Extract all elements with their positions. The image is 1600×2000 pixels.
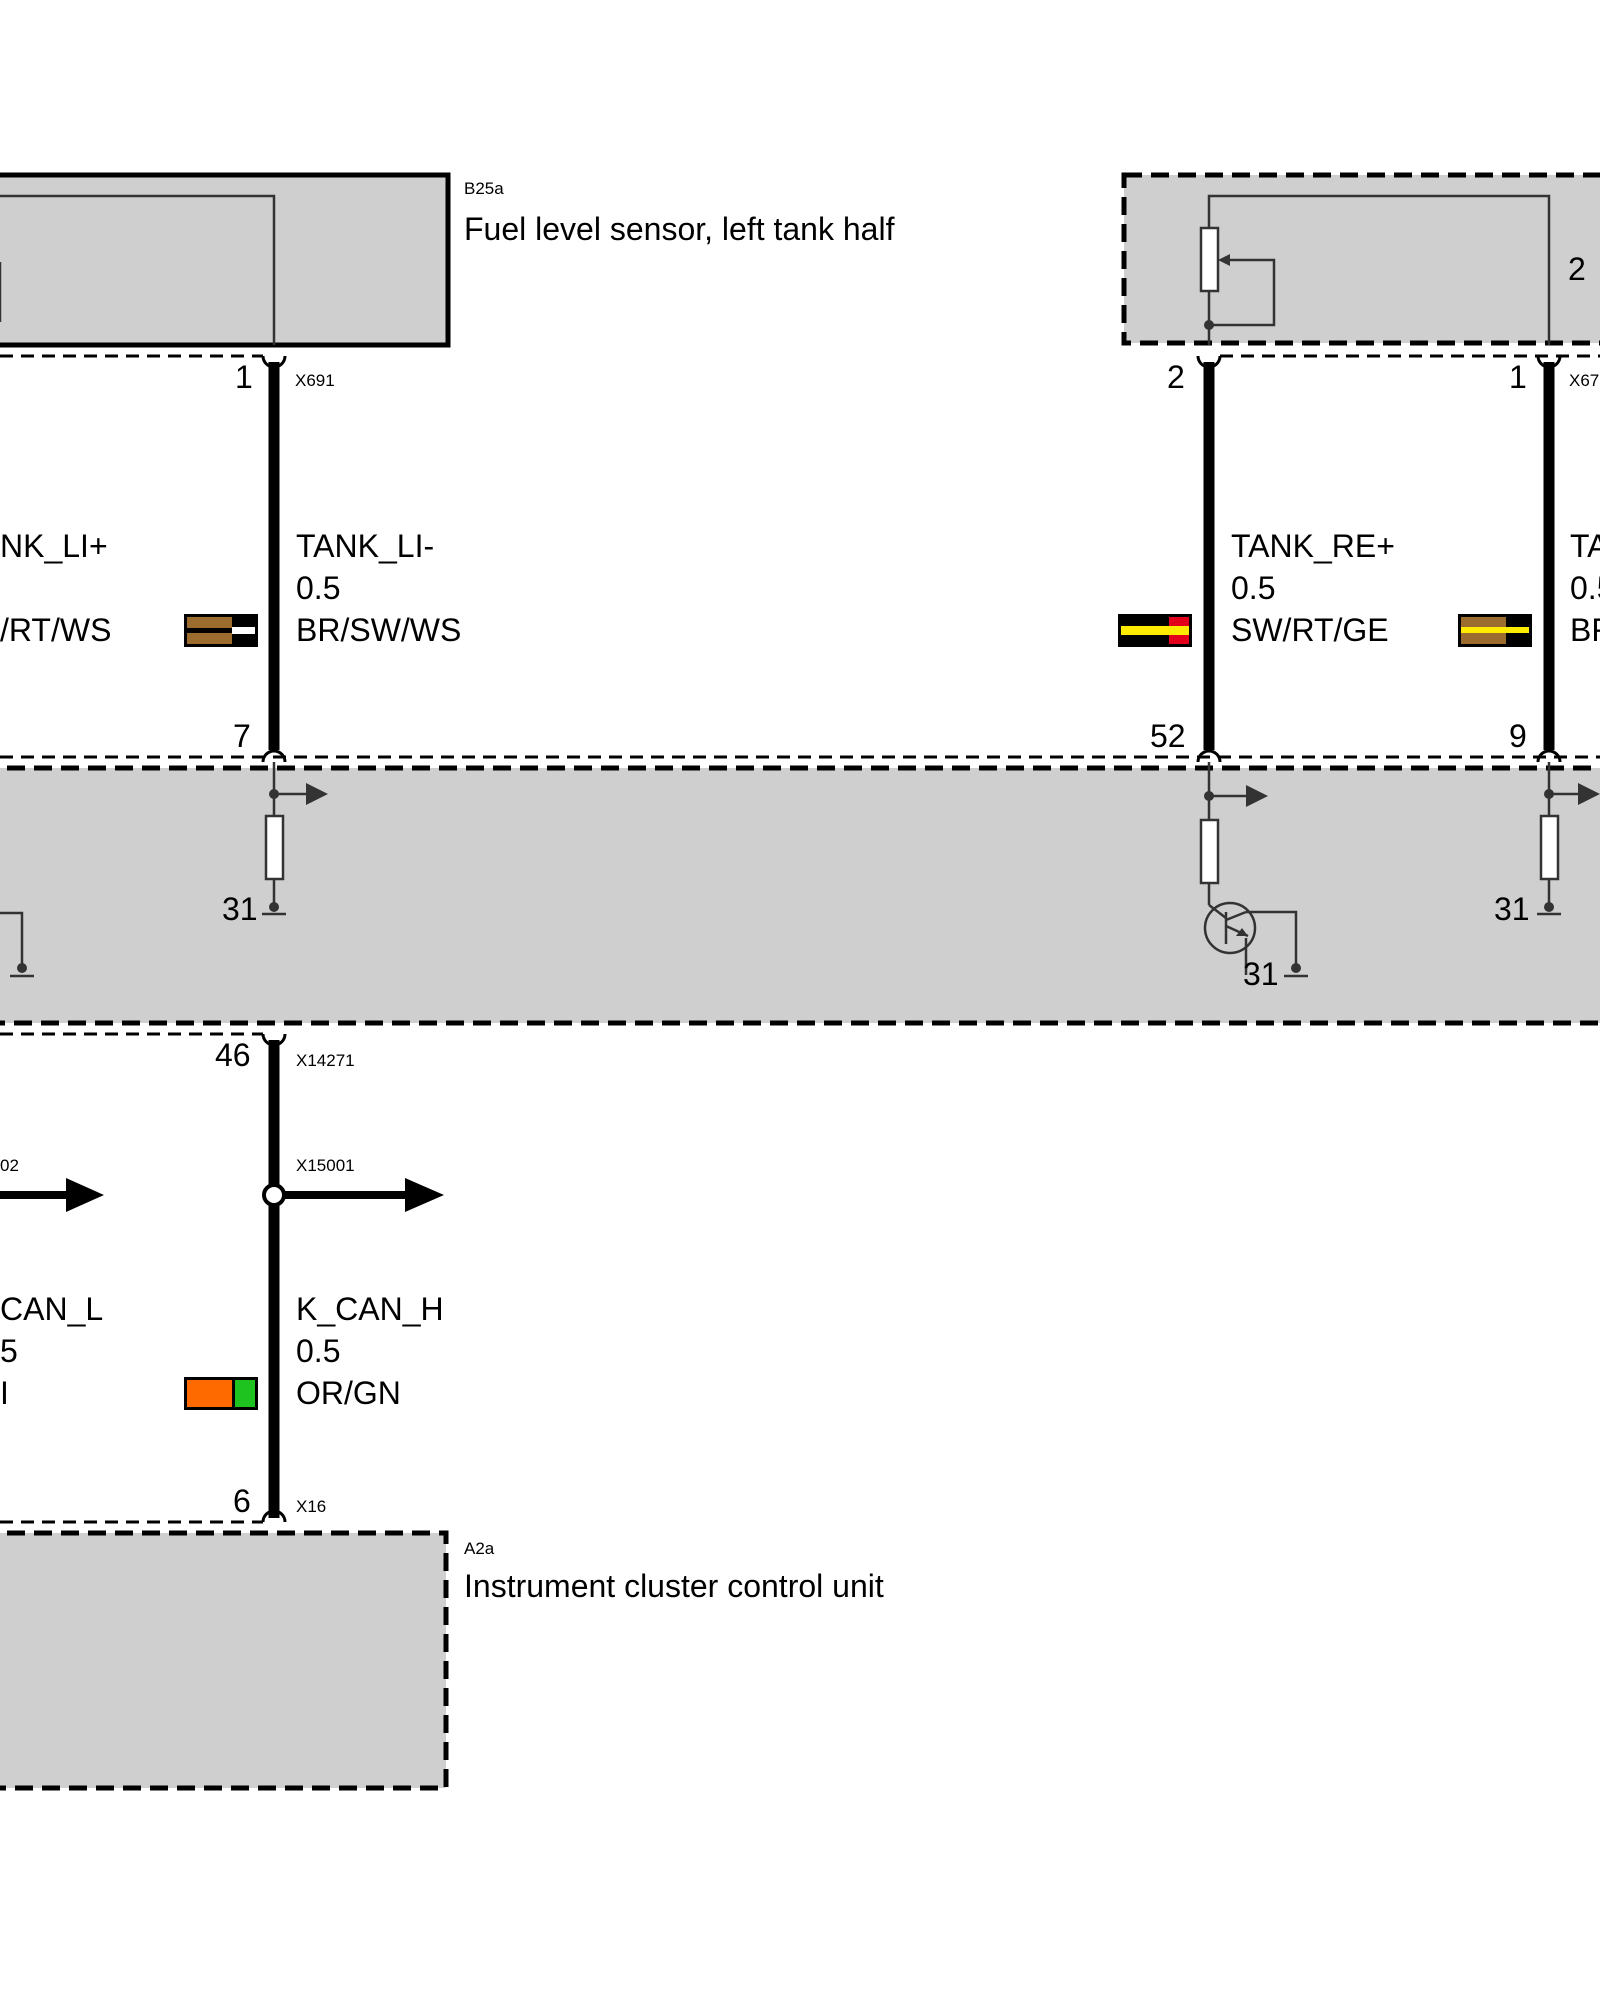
ground-left-edge	[0, 911, 34, 978]
wire-k-can-h-signal: K_CAN_H	[296, 1291, 444, 1327]
pin-x691: 1	[235, 359, 253, 395]
color-swatch-sw-rt-ge	[1118, 614, 1192, 647]
fuel-sensor-right-box[interactable]	[1121, 172, 1600, 346]
pin-cap-x691	[261, 355, 287, 369]
pin-cap-x67-1	[1536, 355, 1562, 369]
color-swatch-or-gn	[184, 1377, 258, 1410]
module-pin-cap-52	[1196, 749, 1222, 763]
connector-x691-label: X691	[295, 371, 335, 390]
module-pin-cap-7	[261, 749, 287, 763]
fuel-sensor-left-title: Fuel level sensor, left tank half	[464, 211, 895, 247]
wire-tank-li-plus-signal: NK_LI+	[0, 528, 108, 564]
fuel-sensor-left-code: B25a	[464, 179, 504, 198]
module-pin-7: 7	[233, 718, 251, 754]
module-pin-9: 9	[1509, 718, 1527, 754]
connector-x14271-label: X14271	[296, 1051, 355, 1070]
wire-k-can-l-color: I	[0, 1375, 9, 1411]
pin-x67-left: 2	[1167, 359, 1185, 395]
module-pin-52: 52	[1150, 718, 1186, 754]
bus-arrow-k-can-h	[262, 1178, 444, 1212]
transistor-circuit	[1199, 762, 1308, 978]
pin-x67-right: 1	[1509, 359, 1527, 395]
pull-resistor-left	[262, 762, 328, 916]
connector-x67-label: X67	[1569, 371, 1599, 390]
module-pin-cap-9	[1536, 749, 1562, 763]
wire-k-can-l-gauge: 5	[0, 1333, 18, 1369]
wire-tank-re-plus-signal: TANK_RE+	[1231, 528, 1395, 564]
pin-x14271: 46	[215, 1037, 251, 1073]
wire-tank-re-plus-gauge: 0.5	[1231, 570, 1275, 606]
ground-label-31-middle: 31	[1243, 956, 1279, 992]
wire-k-can-l-signal: CAN_L	[0, 1291, 103, 1327]
ground-label-31-right: 31	[1494, 891, 1530, 927]
color-swatch-br-sw-ws-left	[184, 614, 258, 647]
potentiometer-symbol	[1199, 226, 1220, 293]
wire-tank-li-minus-color: BR/SW/WS	[296, 612, 461, 648]
pull-resistor-right	[1537, 762, 1600, 916]
pin-cap-x67-2	[1196, 355, 1222, 369]
wire-tank-li-plus-color: /RT/WS	[0, 612, 111, 648]
instrument-cluster-box[interactable]	[0, 1530, 449, 1791]
color-swatch-br-sw-ge	[1458, 614, 1532, 647]
connector-x16-label: X16	[296, 1497, 326, 1516]
pin-cap-x16	[261, 1509, 287, 1523]
wire-k-can-h-color: OR/GN	[296, 1375, 401, 1411]
wire-tank-re-minus-color: BR	[1570, 612, 1600, 648]
connector-x15002-label: 02	[0, 1156, 19, 1175]
ground-label-31-left: 31	[222, 891, 258, 927]
connector-x15001-label: X15001	[296, 1156, 355, 1175]
wire-tank-re-minus-signal: TA	[1570, 528, 1600, 564]
wire-tank-re-minus-gauge: 0.5	[1570, 570, 1600, 606]
wire-k-can-h-gauge: 0.5	[296, 1333, 340, 1369]
wire-tank-re-plus-color: SW/RT/GE	[1231, 612, 1389, 648]
instrument-cluster-code: A2a	[464, 1539, 495, 1558]
wire-tank-li-minus-signal: TANK_LI-	[296, 528, 434, 564]
module-pin-cap-46	[261, 1033, 287, 1047]
wire-tank-li-minus-gauge: 0.5	[296, 570, 340, 606]
fuel-sensor-right-pin: 2	[1568, 251, 1586, 287]
pin-x16: 6	[233, 1483, 251, 1519]
fuel-sensor-left-box[interactable]	[0, 172, 451, 348]
central-module-box[interactable]	[0, 765, 1600, 1026]
bus-arrow-k-can-l	[0, 1178, 104, 1212]
instrument-cluster-title: Instrument cluster control unit	[464, 1568, 884, 1604]
